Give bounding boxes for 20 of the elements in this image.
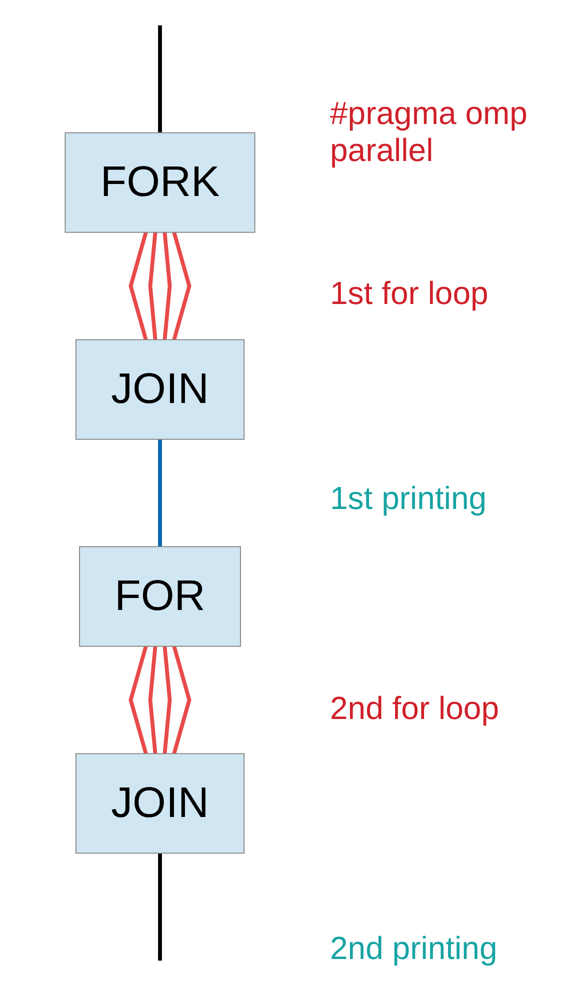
connector <box>128 646 148 754</box>
connector <box>172 232 192 340</box>
process-box: FOR <box>79 546 241 647</box>
connector <box>162 646 172 754</box>
annotation-text: 2nd for loop <box>330 690 500 727</box>
annotation-text: 2nd printing <box>330 930 498 967</box>
connector <box>172 646 192 754</box>
process-box: FORK <box>64 132 256 233</box>
process-box: JOIN <box>75 753 245 854</box>
connector <box>148 646 158 754</box>
connector <box>158 853 162 961</box>
connector <box>162 232 172 340</box>
annotation-text: 1st for loop <box>330 275 490 312</box>
connector <box>128 232 148 340</box>
annotation-text: #pragma omp parallel <box>330 95 528 169</box>
annotation-text: 1st printing <box>330 480 488 517</box>
connector <box>158 439 162 547</box>
process-box: JOIN <box>75 339 245 440</box>
connector <box>148 232 158 340</box>
connector <box>158 25 162 133</box>
